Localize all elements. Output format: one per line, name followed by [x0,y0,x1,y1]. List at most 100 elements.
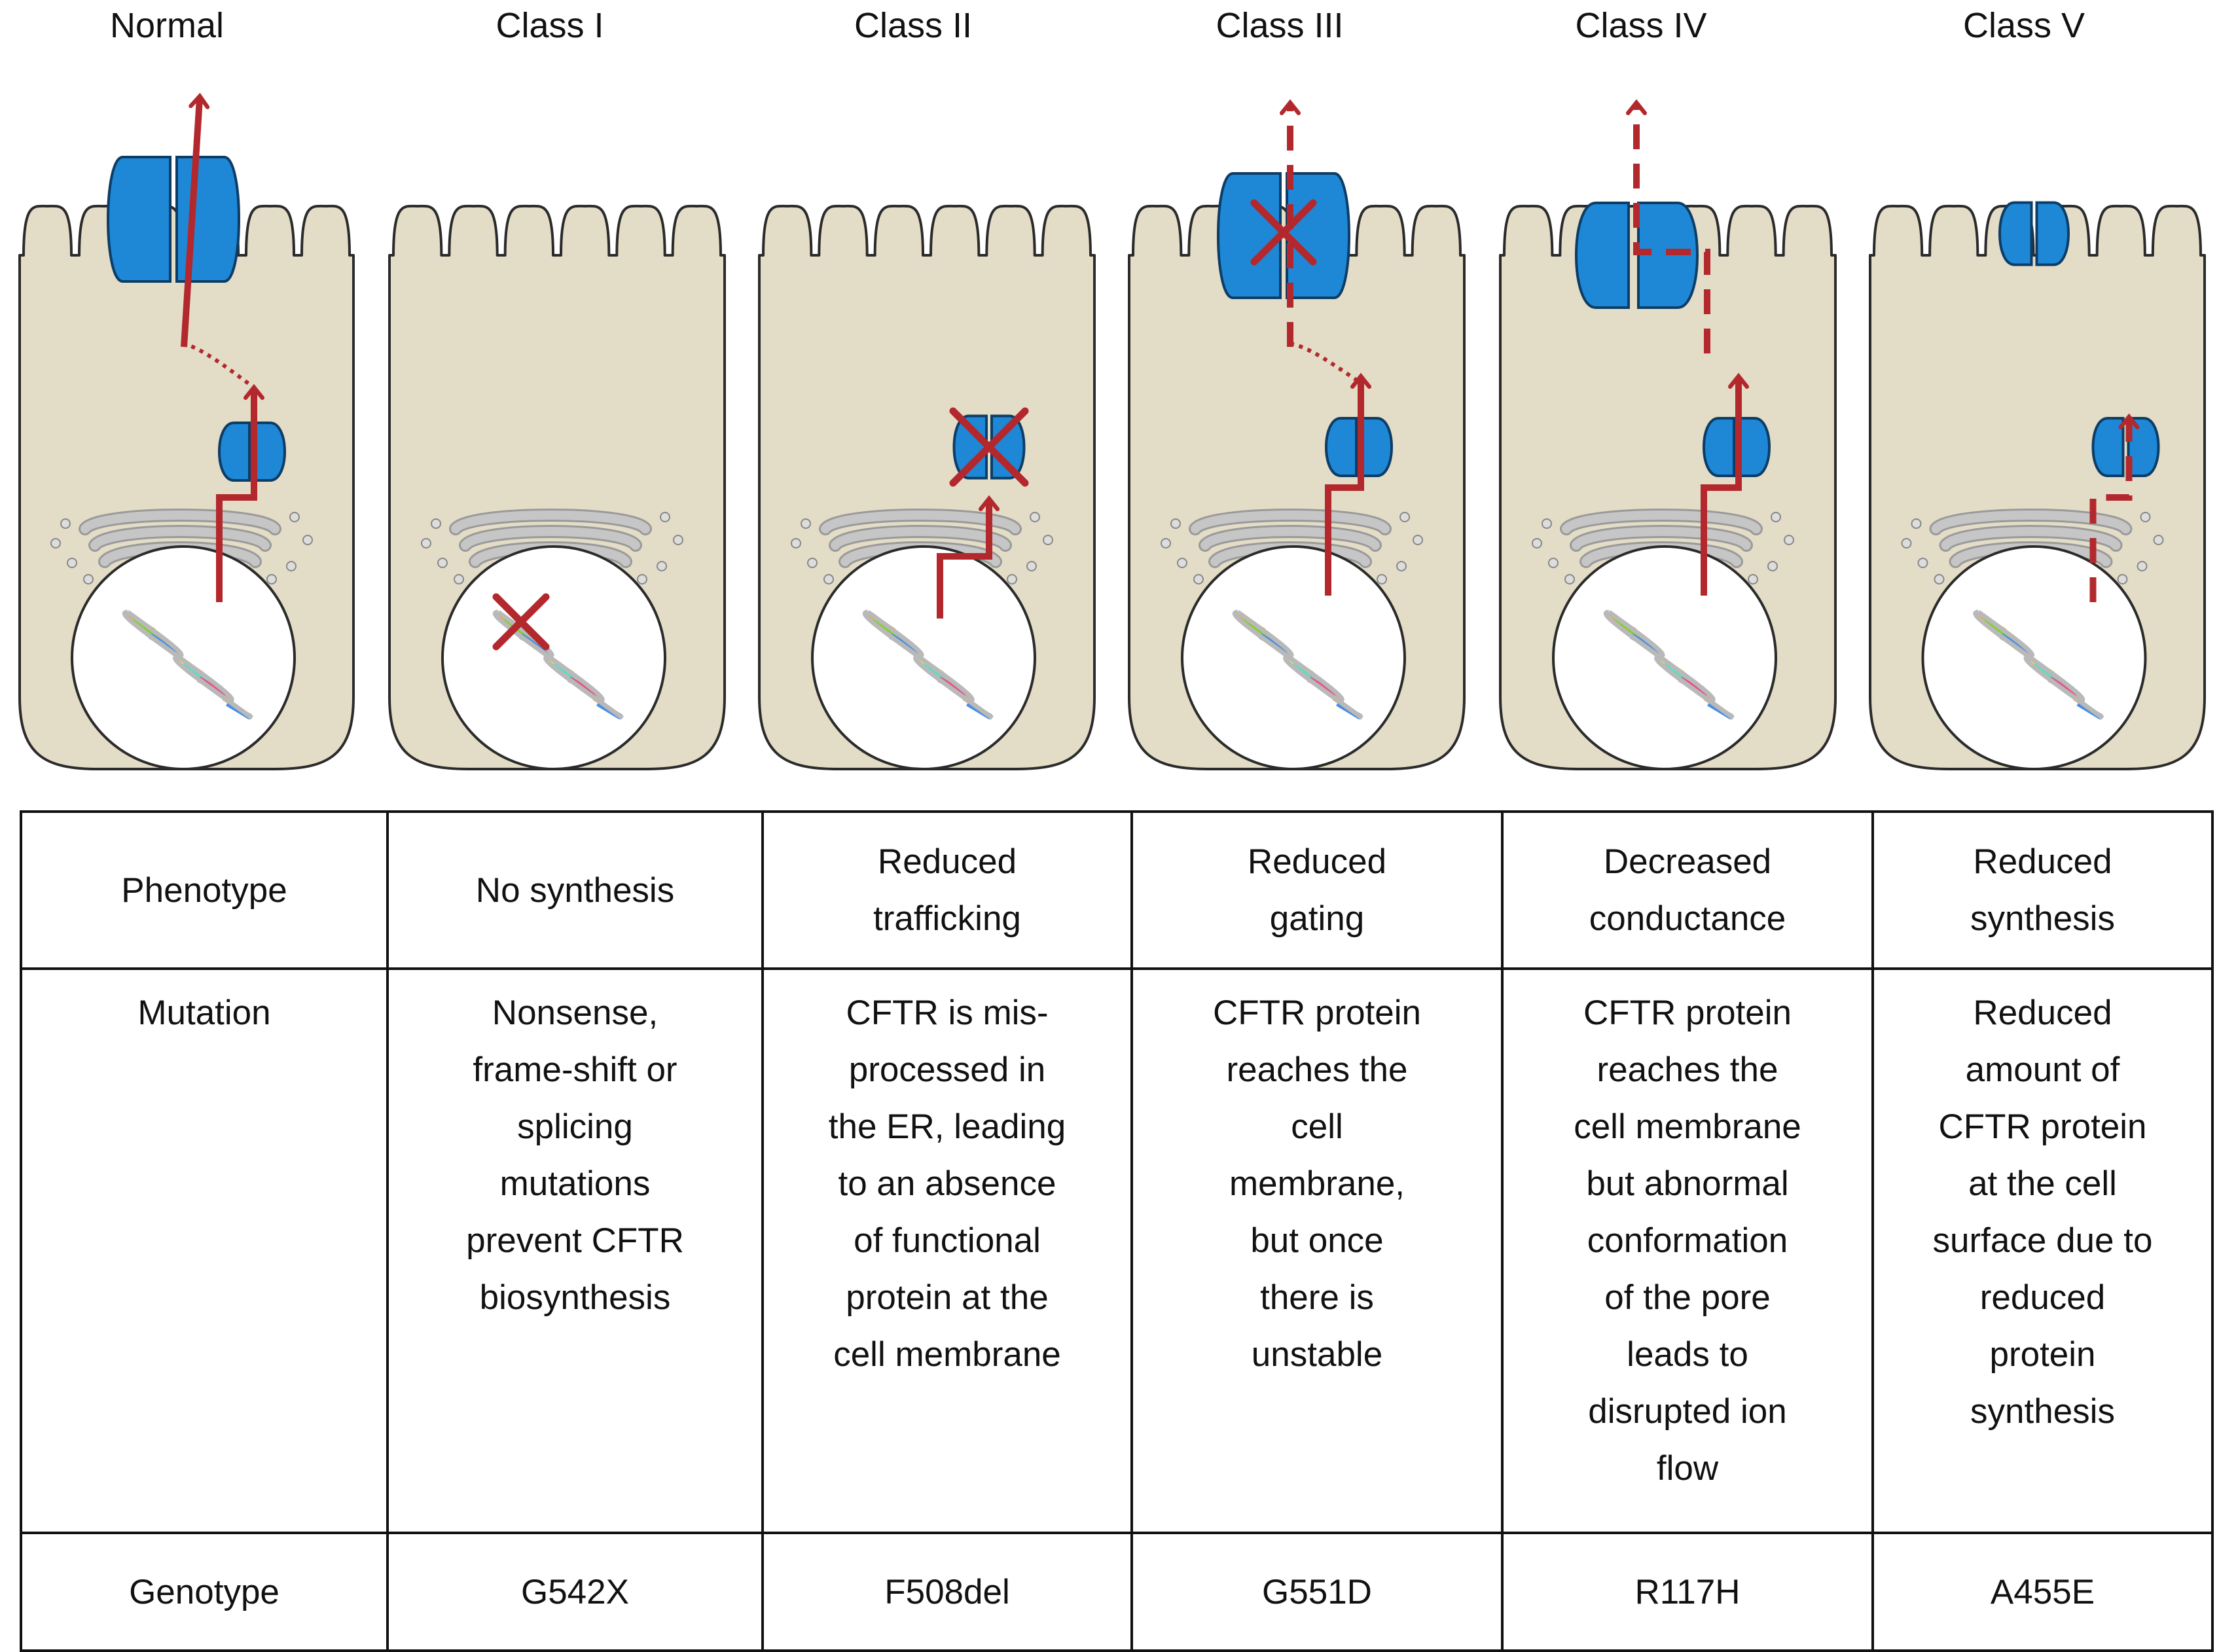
cell-line: Reduced [1973,842,2112,881]
cell-line: Nonsense, [492,994,658,1032]
cftr-channel-icon [218,422,286,482]
row-label: Genotype [20,1532,389,1652]
arrow-icon [1701,372,1750,596]
cell-line: of the pore [1604,1278,1771,1317]
cell-line: prevent CFTR [466,1221,684,1260]
cell-line: of functional [854,1221,1041,1260]
cell-line: processed in [848,1050,1046,1089]
arrow-icon [937,495,1000,619]
cell-line: CFTR protein [1938,1107,2147,1146]
table-cell: F508del [761,1532,1133,1652]
dotted-path [1290,342,1362,385]
cell-line: splicing [517,1107,633,1146]
header-no-synthesis: Class I [496,6,604,45]
cell-line: gating [1269,899,1365,938]
dna-icon [1973,609,2104,720]
cell-line: the ER, leading [828,1107,1066,1146]
cell-line: disrupted ion [1588,1392,1787,1431]
cell-line: CFTR protein [1583,994,1792,1032]
arrow-icon [216,384,265,602]
cell-line: CFTR is mis- [846,994,1049,1032]
cell-line: mutations [499,1164,651,1203]
table-cell: Reduced amount of CFTR protein at the cell s… [1871,967,2214,1534]
cell-line: at the cell [1968,1164,2117,1203]
cftr-channel-icon [1703,417,1771,477]
cell-line: R117H [1634,1572,1741,1611]
header-blocked-trafficking: Class II [854,6,973,45]
cell-line: A455E [1990,1572,2095,1611]
cell-line: but abnormal [1586,1164,1789,1203]
table-cell: G551D [1130,1532,1504,1652]
cell-line: cell membrane [1574,1107,1801,1146]
cell-line: amount of [1965,1050,2120,1089]
header-normal: Normal [109,6,225,45]
x-mark-icon [492,593,550,651]
cell-reduced-conductance [1499,204,1837,770]
table-cell: CFTR protein reaches the cell membrane but … [1501,967,1874,1534]
cftr-channel-icon [1575,202,1630,309]
table-cell: Reduced trafficking [761,810,1133,970]
cell-line: but once [1250,1221,1384,1260]
cell-line: to an absence [838,1164,1056,1203]
dna-icon [1603,609,1735,720]
dna-icon [122,609,254,720]
row-label: Mutation [20,967,389,1534]
cell-blocked-gating [1128,204,1466,770]
dna-icon [862,609,994,720]
dna-icon [1232,609,1364,720]
cell-line: Reduced [877,842,1017,881]
cell-line: leads to [1627,1335,1748,1374]
cell-line: trafficking [873,899,1021,938]
table-cell: Reduced gating [1130,810,1504,970]
cell-line: Decreased [1603,842,1772,881]
cell-line: there is [1260,1278,1374,1317]
cell-line: cell [1291,1107,1343,1146]
arrow-icon [181,92,210,348]
cell-line: protein at the [846,1278,1049,1317]
cell-line: G551D [1262,1572,1372,1611]
x-mark-icon [1250,199,1317,266]
cell-line: F508del [884,1572,1010,1611]
cell-line: synthesis [1970,1392,2115,1431]
cell-line: synthesis [1970,899,2115,938]
header-blocked-gating: Class III [1216,6,1344,45]
cell-reduced-synthesis [1869,204,2206,770]
dashed-arrow-icon [1625,99,1710,353]
cell-line: reduced [1979,1278,2106,1317]
cell-line: conformation [1587,1221,1788,1260]
row-label: Phenotype [20,810,389,970]
cell-line: reaches the [1226,1050,1408,1089]
x-mark-icon [949,407,1029,487]
cell-line: protein [1989,1335,2096,1374]
table-cell: No synthesis [386,810,764,970]
arrow-icon [1325,372,1372,596]
cftr-channel-icon [2091,417,2160,477]
table-cell: Decreased conductance [1501,810,1874,970]
cell-blocked-trafficking [758,204,1096,770]
cell-line: Reduced [1247,842,1387,881]
cell-line: flow [1656,1449,1719,1488]
header-reduced-synthesis: Class V [1962,6,2085,45]
cell-line: Reduced [1973,994,2112,1032]
table-cell: A455E [1871,1532,2214,1652]
cell-line: surface due to [1932,1221,2153,1260]
dashed-arrow-icon [2089,413,2140,602]
cftr-channel-icon [1998,201,2070,266]
cell-line: biosynthesis [479,1278,671,1317]
cell-normal [18,204,355,770]
table-cell: R117H [1501,1532,1874,1652]
cell-line: reaches the [1597,1050,1778,1089]
table-cell: Reduced synthesis [1871,810,2214,970]
cell-line: unstable [1251,1335,1383,1374]
cell-line: conductance [1589,899,1786,938]
cftr-channel-icon [1325,417,1393,477]
cell-line: CFTR protein [1212,994,1422,1032]
cell-line: No synthesis [475,871,675,910]
table-cell: CFTR is mis-processed in the ER, leading t… [761,967,1133,1534]
cell-line: cell membrane [833,1335,1061,1374]
